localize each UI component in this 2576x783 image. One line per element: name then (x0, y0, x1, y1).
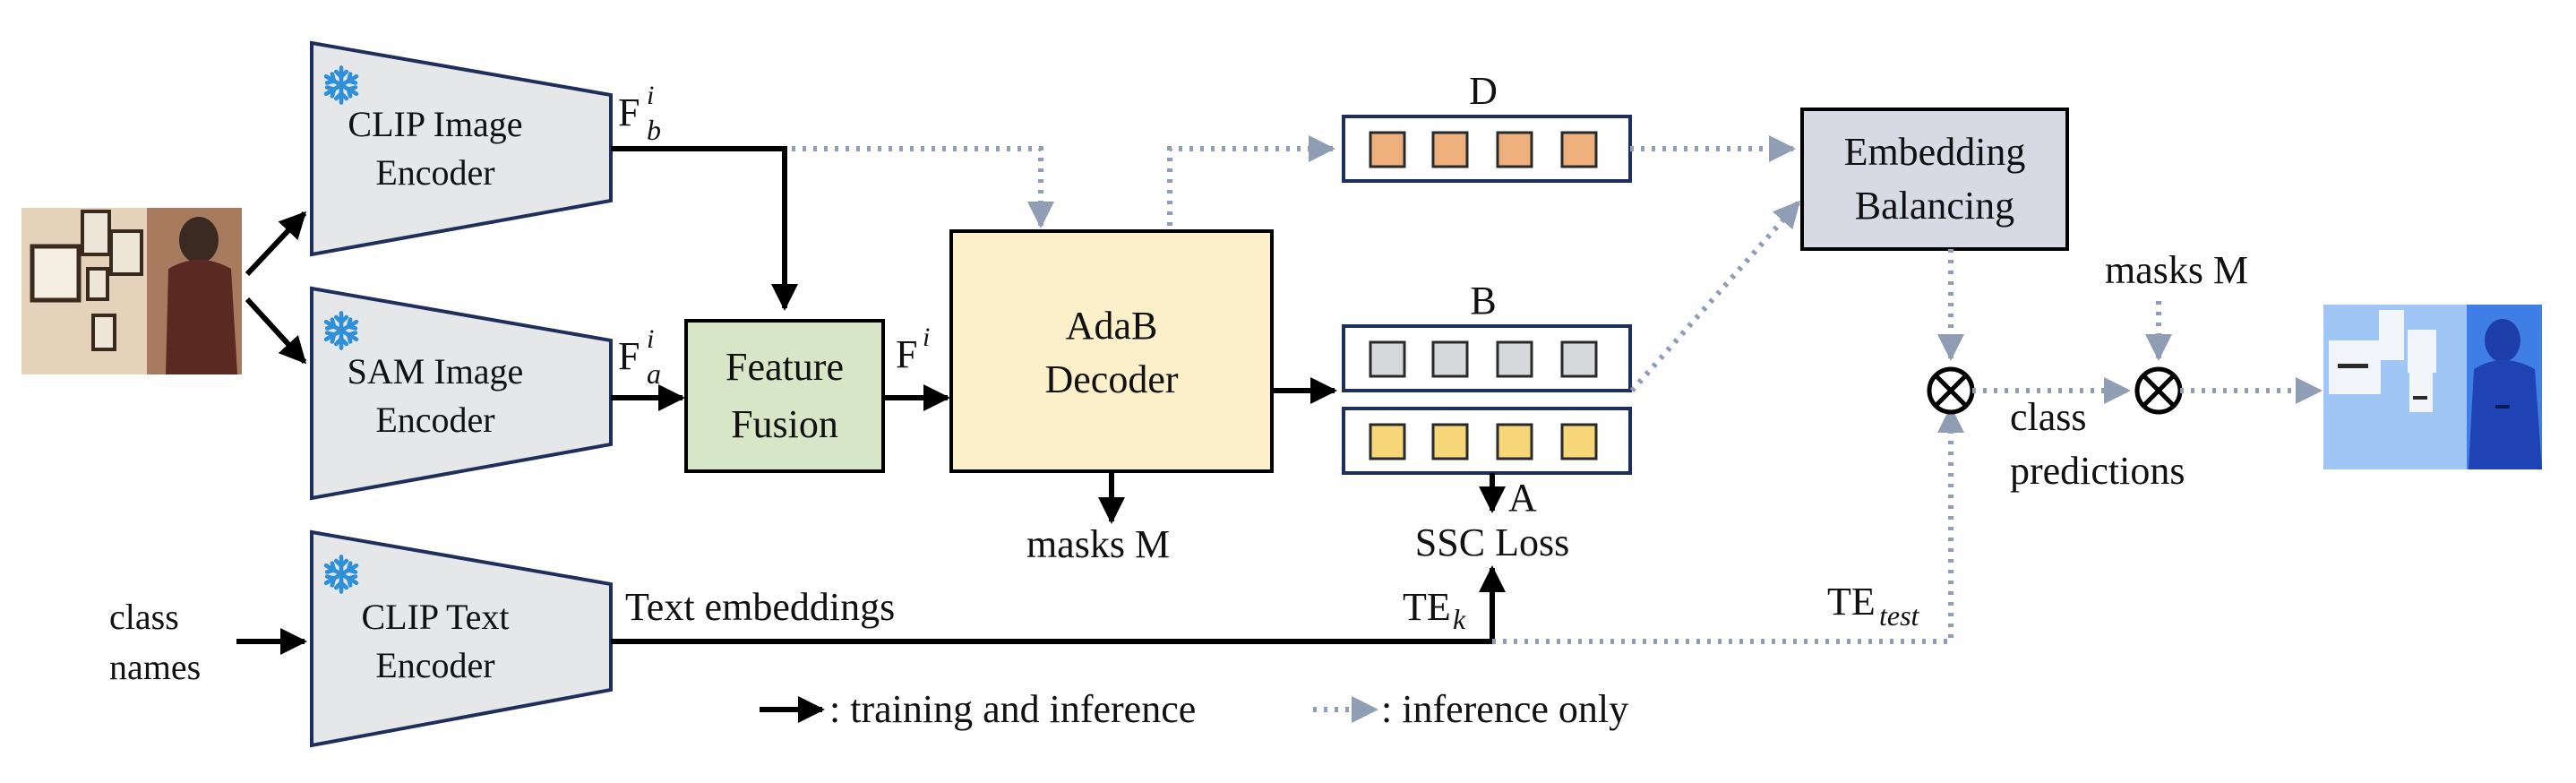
a-token-bar (1342, 407, 1632, 475)
b-token (1431, 340, 1469, 378)
balancing-label-1: Embedding (1844, 130, 2026, 174)
masks-right-label: masks M (2105, 248, 2248, 292)
svg-text:TE: TE (1827, 580, 1876, 624)
svg-text:F: F (896, 332, 917, 376)
dotted-fb-to-decoder (792, 146, 1054, 228)
d-token (1431, 131, 1469, 168)
class-names-line-1: class (109, 597, 179, 637)
sam-image-label-1: SAM Image (348, 351, 524, 392)
svg-text:F: F (618, 90, 640, 134)
d-token (1369, 131, 1406, 168)
multiply-op-icon (1927, 366, 1975, 415)
feature-fusion-block: Feature Fusion (684, 319, 885, 473)
input-image (21, 208, 242, 374)
clip-image-label-1: CLIP Image (348, 104, 522, 144)
feature-fusion-label-2: Fusion (731, 402, 838, 446)
svg-text:F: F (618, 334, 640, 378)
arrow-fb-to-fusion (611, 146, 798, 311)
feature-fa-label: F i a (618, 324, 661, 390)
class-predictions-line-1: class (2010, 395, 2087, 439)
b-token-bar (1342, 324, 1632, 392)
sam-image-encoder: SAM Image Encoder (310, 286, 613, 501)
feature-fb-label: F i b (618, 81, 661, 146)
clip-text-label-2: Encoder (375, 645, 494, 685)
svg-text:test: test (1879, 599, 1920, 632)
svg-text:k: k (1453, 603, 1466, 635)
feature-fusion-label-1: Feature (726, 345, 844, 389)
svg-text:i: i (923, 323, 930, 352)
dotted-decoder-to-d (1167, 135, 1335, 226)
a-token (1369, 423, 1406, 460)
d-token (1496, 131, 1533, 168)
adab-decoder-block: AdaB Decoder (949, 229, 1274, 473)
te-k-label: TE k (1403, 585, 1466, 635)
clip-image-label-2: Encoder (375, 152, 494, 193)
class-predictions-line-2: predictions (2010, 449, 2185, 493)
dotted-b-to-balancing (1629, 200, 1801, 392)
dotted-te-test-to-product (1492, 406, 1964, 644)
clip-text-encoder: CLIP Text Encoder (310, 529, 613, 748)
a-token (1496, 423, 1533, 460)
decoder-label-1: AdaB (1066, 304, 1158, 348)
svg-text:TE: TE (1403, 585, 1451, 629)
sam-image-label-2: Encoder (375, 400, 494, 440)
b-label: B (1470, 279, 1496, 323)
svg-text:b: b (647, 114, 661, 146)
a-token (1431, 423, 1469, 460)
feature-fi-label: F i (896, 323, 930, 376)
decoder-masks-label: masks M (1026, 522, 1170, 566)
decoder-label-2: Decoder (1044, 357, 1178, 401)
d-token (1560, 131, 1598, 168)
class-names: class names (109, 597, 201, 687)
class-names-line-2: names (109, 647, 201, 687)
balancing-label-2: Balancing (1855, 184, 2014, 228)
text-embeddings-label: Text embeddings (625, 585, 895, 629)
output-segmentation (2323, 305, 2542, 469)
a-token (1560, 423, 1598, 460)
legend-dotted-label: : inference only (1381, 687, 1628, 731)
legend-solid-label: : training and inference (829, 687, 1196, 731)
embedding-balancing-block: Embedding Balancing (1800, 108, 2069, 251)
d-label: D (1469, 69, 1498, 113)
arrow-image-to-clip (245, 211, 307, 277)
clip-image-encoder: CLIP Image Encoder (310, 40, 613, 257)
clip-text-label-1: CLIP Text (362, 597, 510, 637)
a-label: A (1508, 476, 1537, 520)
svg-text:a: a (647, 357, 661, 390)
d-token-bar (1342, 115, 1632, 183)
ssc-loss-label: SSC Loss (1415, 521, 1569, 564)
arrow-image-to-sam (245, 297, 307, 365)
b-token (1369, 340, 1406, 378)
multiply-op-icon (2134, 366, 2183, 415)
b-token (1496, 340, 1533, 378)
legend: : training and inference : inference onl… (760, 687, 1628, 731)
te-test-label: TE test (1827, 580, 1920, 632)
svg-text:i: i (647, 81, 654, 110)
b-token (1560, 340, 1598, 378)
svg-text:i: i (647, 324, 654, 354)
